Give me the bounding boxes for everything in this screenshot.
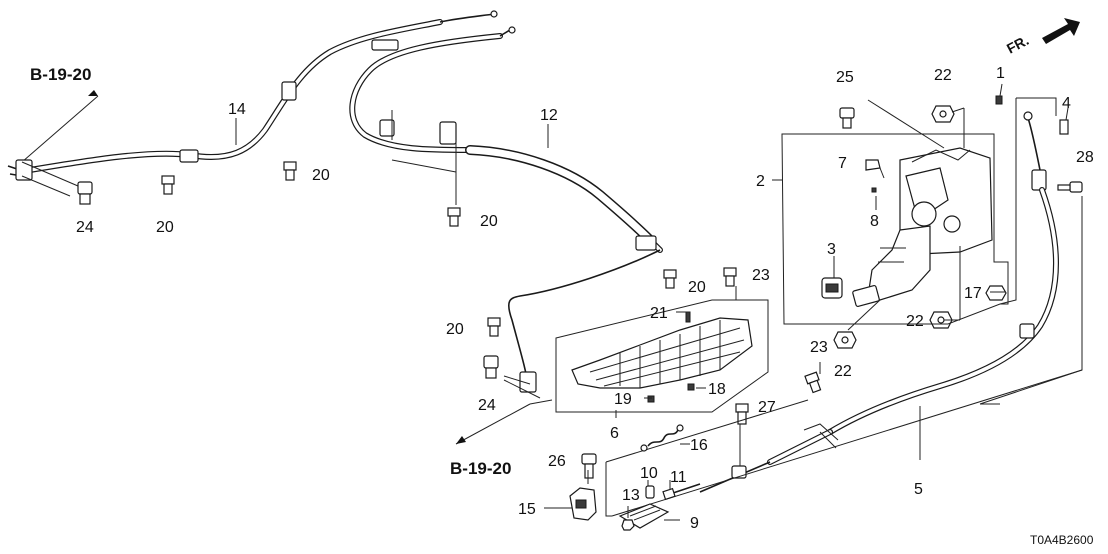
rear-brake-cable-right: [349, 26, 663, 393]
callout-22-top: 22: [934, 67, 952, 84]
nut-17: [985, 285, 1007, 301]
front-direction-arrow: FR.: [1004, 18, 1080, 57]
bolt-26: [581, 453, 597, 479]
callout-23-b: 23: [810, 339, 828, 356]
bolt-23-a: [723, 267, 737, 287]
callout-24-b: 24: [478, 397, 496, 414]
callout-14: 14: [228, 101, 246, 118]
bolt-24-right: [483, 355, 499, 379]
front-label: FR.: [1004, 32, 1031, 57]
callout-9: 9: [690, 515, 699, 532]
callout-22-mid: 22: [906, 313, 924, 330]
clip-4: [1059, 119, 1069, 135]
cover-ribs: [619, 320, 721, 388]
callout-2: 2: [756, 173, 765, 190]
callout-12: 12: [540, 107, 558, 124]
callout-20-d: 20: [688, 279, 706, 296]
nut-22-top: [931, 105, 955, 123]
bolt-25: [839, 107, 855, 129]
callout-23-a: 23: [752, 267, 770, 284]
callout-19: 19: [614, 391, 632, 408]
callout-20-b: 20: [312, 167, 330, 184]
callout-4: 4: [1062, 95, 1071, 112]
bolt-20-b: [283, 161, 297, 181]
nut-13: [621, 519, 635, 531]
callout-20-a: 20: [156, 219, 174, 236]
callout-17: 17: [964, 285, 982, 302]
callout-15: 15: [518, 501, 536, 518]
callout-5: 5: [914, 481, 923, 498]
callout-24-a: 24: [76, 219, 94, 236]
callout-13: 13: [622, 487, 640, 504]
callout-8: 8: [870, 213, 879, 230]
bolt-27: [735, 403, 749, 425]
bolt-24-left: [77, 181, 93, 205]
bolt-20-c: [447, 207, 461, 227]
return-spring-16: [640, 424, 684, 452]
callout-6: 6: [610, 425, 619, 442]
bracket-15: [569, 487, 597, 521]
callout-18: 18: [708, 381, 726, 398]
callout-16: 16: [690, 437, 708, 454]
callout-21: 21: [650, 305, 668, 322]
callout-22-low: 22: [834, 363, 852, 380]
diagram-code: T0A4B2600: [1030, 533, 1094, 547]
callout-11: 11: [670, 469, 687, 486]
svg-text:B-19-20: B-19-20: [450, 459, 511, 478]
reference-bottom-left[interactable]: B-19-20: [450, 399, 553, 478]
rear-brake-cable-left: [7, 10, 498, 181]
callout-25: 25: [836, 69, 854, 86]
callout-labels: 1 2 3 4 5 6 7 8 9 10 11 12 13 14 15 16 1…: [76, 65, 1094, 532]
rod-11: [662, 483, 701, 501]
callout-20-c: 20: [480, 213, 498, 230]
callout-10: 10: [640, 465, 658, 482]
bolt-20-a: [161, 175, 175, 195]
callout-1: 1: [996, 65, 1005, 82]
bolt-20-e: [487, 317, 501, 337]
callout-3: 3: [827, 241, 836, 258]
bolt-28: [1057, 181, 1083, 193]
callout-28: 28: [1076, 149, 1094, 166]
callout-7: 7: [838, 155, 847, 172]
bolt-23-b: [804, 371, 822, 394]
pin-10: [645, 485, 655, 499]
clip-1: [995, 95, 1003, 105]
svg-text:B-19-20: B-19-20: [30, 65, 91, 84]
reference-top-left[interactable]: B-19-20: [21, 65, 99, 163]
bottom-leaders: [544, 311, 921, 521]
leader-lines: [21, 110, 549, 399]
callout-26: 26: [548, 453, 566, 470]
front-brake-cable: [699, 111, 1059, 493]
nut-22-low: [833, 331, 857, 349]
callout-20-e: 20: [446, 321, 464, 338]
cable-cover-assembly: [555, 299, 769, 413]
bracket-lines: [605, 83, 1083, 517]
callout-27: 27: [758, 399, 776, 416]
parking-brake-pedal-assembly: [781, 133, 1009, 325]
bolt-20-d: [663, 269, 677, 289]
